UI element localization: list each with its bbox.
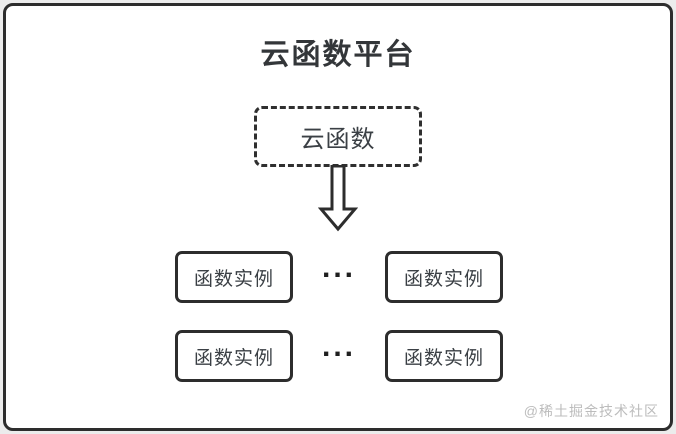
ellipsis-row-2: ... — [315, 330, 363, 382]
function-instance-box: 函数实例 — [175, 251, 293, 303]
function-instance-box: 函数实例 — [175, 330, 293, 382]
ellipsis-row-1: ... — [315, 251, 363, 303]
function-instance-box: 函数实例 — [385, 251, 503, 303]
function-instance-label: 函数实例 — [193, 268, 274, 290]
cloud-function-box: 云函数 — [254, 106, 422, 167]
function-instance-box: 函数实例 — [385, 330, 503, 382]
diagram-title: 云函数平台 — [260, 39, 416, 71]
function-instance-label: 函数实例 — [193, 347, 274, 369]
function-instance-label: 函数实例 — [403, 268, 484, 290]
down-arrow-icon — [317, 164, 359, 232]
watermark: @稀土掘金技术社区 — [523, 403, 659, 419]
function-instance-label: 函数实例 — [403, 347, 484, 369]
ellipsis-dots: ... — [321, 251, 356, 284]
cloud-function-label: 云函数 — [300, 126, 376, 153]
ellipsis-dots: ... — [321, 330, 356, 363]
